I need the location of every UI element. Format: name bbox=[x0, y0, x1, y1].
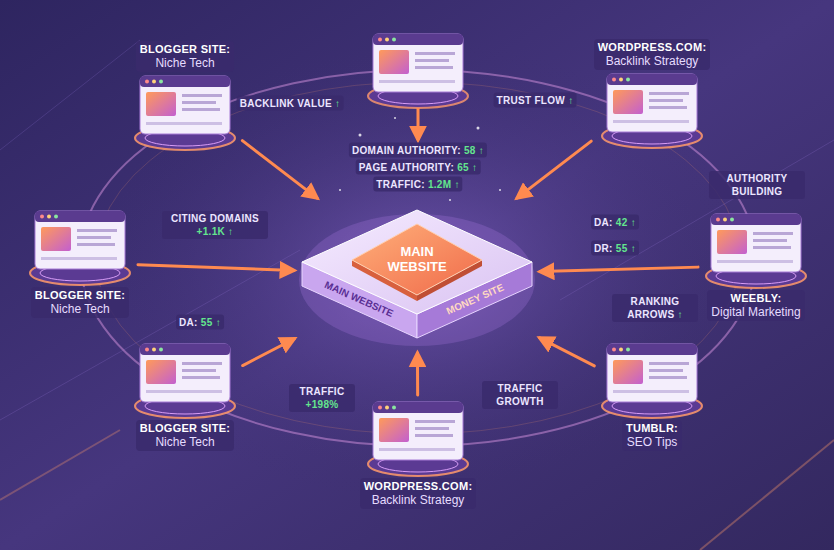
browser-icon bbox=[130, 72, 240, 152]
site-label: WORDPRESS.COM:Backlink Strategy bbox=[594, 39, 711, 70]
metric-label: TRAFFIC GROWTH bbox=[482, 381, 558, 409]
metric-value: 65 ↑ bbox=[457, 162, 477, 173]
metric-value: +198% bbox=[306, 399, 339, 410]
site-name: TUMBLR: bbox=[626, 421, 678, 435]
site-label: BLOGGER SITE:Niche Tech bbox=[136, 41, 235, 72]
browser-window-icon bbox=[363, 398, 473, 478]
site-name: WEEBLY: bbox=[731, 291, 782, 305]
metric-value: +1.1K ↑ bbox=[197, 226, 234, 237]
metric-label: CITING DOMAINS +1.1K ↑ bbox=[162, 211, 268, 239]
metric-label: DA: 42 ↑ bbox=[591, 215, 639, 230]
metric-value: 1.2M ↑ bbox=[428, 179, 460, 190]
satellite-site: BLOGGER SITE:Niche Tech bbox=[130, 41, 240, 152]
metric-label: DA: 55 ↑ bbox=[176, 315, 224, 330]
site-topic: Niche Tech bbox=[155, 435, 214, 450]
satellite-site: TUMBLR:SEO Tips bbox=[597, 340, 707, 451]
link-arrow bbox=[416, 353, 419, 395]
browser-icon bbox=[363, 398, 473, 478]
site-label: BLOGGER SITE:Niche Tech bbox=[136, 420, 235, 451]
link-arrow bbox=[517, 141, 591, 198]
satellite-site: WORDPRESS.COM:Backlink Strategy bbox=[360, 398, 477, 509]
browser-window-icon bbox=[701, 210, 811, 290]
site-topic: Backlink Strategy bbox=[606, 54, 699, 69]
site-label: TUMBLR:SEO Tips bbox=[622, 420, 682, 451]
metric-value: ↑ bbox=[568, 95, 573, 106]
metric-label: AUTHORITY BUILDING bbox=[709, 171, 805, 199]
satellite-site: WORDPRESS.COM:Backlink Strategy bbox=[594, 39, 711, 150]
site-label: BLOGGER SITE:Niche Tech bbox=[31, 287, 130, 318]
site-topic: Niche Tech bbox=[155, 56, 214, 71]
browser-icon bbox=[597, 340, 707, 420]
metric-label: DOMAIN AUTHORITY: 58 ↑ bbox=[349, 143, 487, 158]
link-arrow bbox=[540, 338, 595, 366]
metric-label: RANKING ARROWS ↑ bbox=[612, 294, 698, 322]
site-name: WORDPRESS.COM: bbox=[364, 479, 473, 493]
metric-value: 42 ↑ bbox=[616, 217, 636, 228]
money-site-platform: MAIN WEBSITEMAIN WEBSITEMONEY SITE bbox=[297, 200, 537, 350]
browser-icon bbox=[701, 210, 811, 290]
metric-value: ↑ bbox=[678, 309, 683, 320]
site-topic: Niche Tech bbox=[50, 302, 109, 317]
metric-value: 55 ↑ bbox=[616, 243, 636, 254]
browser-window-icon bbox=[25, 207, 135, 287]
metric-value: 58 ↑ bbox=[464, 145, 484, 156]
metric-value: 55 ↑ bbox=[201, 317, 221, 328]
link-arrow bbox=[540, 267, 698, 271]
browser-icon bbox=[130, 340, 240, 420]
metric-label: PAGE AUTHORITY: 65 ↑ bbox=[356, 160, 481, 175]
satellite-site: WEEBLY:Digital Marketing bbox=[701, 210, 811, 321]
metric-label: BACKLINK VALUE ↑ bbox=[237, 96, 344, 111]
site-topic: SEO Tips bbox=[627, 435, 678, 450]
metric-label: TRAFFIC +198% bbox=[289, 384, 355, 412]
satellite-site: BLOGGER SITE:Niche Tech bbox=[130, 340, 240, 451]
metric-label: TRUST FLOW ↑ bbox=[494, 93, 577, 108]
link-arrow bbox=[243, 339, 295, 366]
site-name: WORDPRESS.COM: bbox=[598, 40, 707, 54]
site-label: WEEBLY:Digital Marketing bbox=[707, 290, 804, 321]
browser-window-icon bbox=[597, 70, 707, 150]
site-topic: Backlink Strategy bbox=[372, 493, 465, 508]
browser-icon bbox=[25, 207, 135, 287]
site-name: BLOGGER SITE: bbox=[35, 288, 126, 302]
site-name: BLOGGER SITE: bbox=[140, 42, 231, 56]
site-label: WORDPRESS.COM:Backlink Strategy bbox=[360, 478, 477, 509]
platform-title: MAIN WEBSITE bbox=[382, 244, 452, 274]
platform-shape bbox=[297, 200, 537, 350]
browser-window-icon bbox=[130, 340, 240, 420]
browser-window-icon bbox=[597, 340, 707, 420]
satellite-site: BLOGGER SITE:Niche Tech bbox=[25, 207, 135, 318]
site-topic: Digital Marketing bbox=[711, 305, 800, 320]
metric-label: DR: 55 ↑ bbox=[591, 241, 639, 256]
metric-value: ↑ bbox=[335, 98, 340, 109]
browser-window-icon bbox=[130, 72, 240, 152]
browser-icon bbox=[597, 70, 707, 150]
link-arrow bbox=[242, 141, 317, 199]
metric-label: TRAFFIC: 1.2M ↑ bbox=[373, 177, 462, 192]
site-name: BLOGGER SITE: bbox=[140, 421, 231, 435]
link-arrow bbox=[138, 265, 294, 271]
